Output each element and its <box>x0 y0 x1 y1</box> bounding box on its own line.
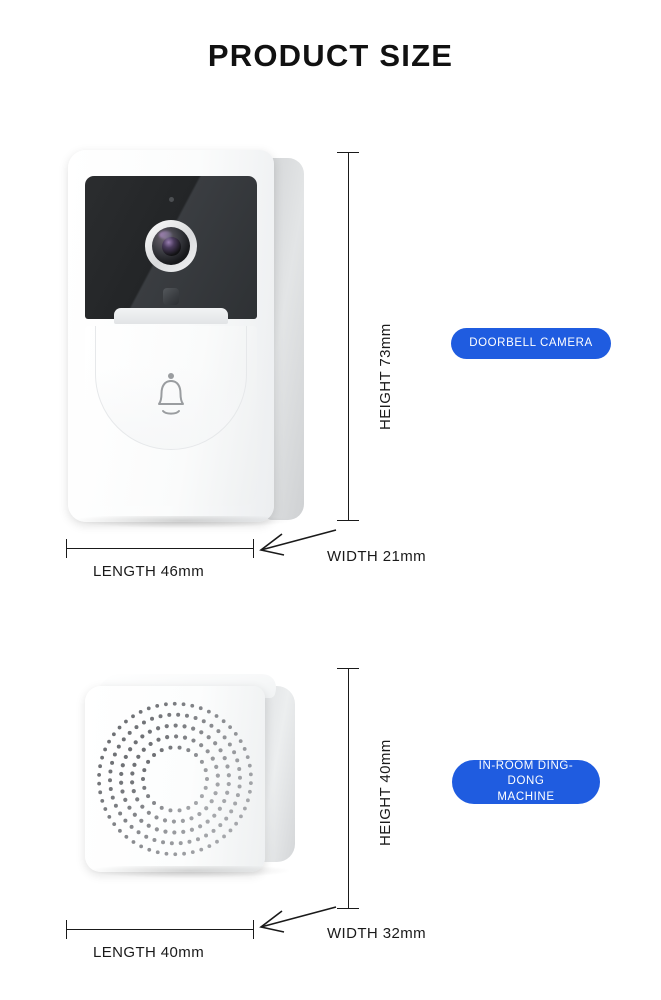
badge-in-room-chime: IN-ROOM DING-DONG MACHINE <box>452 760 600 804</box>
chime-height-label: HEIGHT 40mm <box>377 739 394 846</box>
camera-lens-ring <box>145 220 197 272</box>
pir-sensor-icon <box>163 288 179 305</box>
camera-length-cap-left <box>66 539 67 558</box>
page-title: PRODUCT SIZE <box>207 38 454 73</box>
doorbell-camera-image <box>68 150 304 528</box>
chime-length-cap-left <box>66 920 67 939</box>
camera-lip <box>114 308 228 324</box>
chime-height-cap-top <box>337 668 359 669</box>
chime-length-cap-right <box>253 920 254 939</box>
chime-device-image <box>85 672 310 880</box>
badge-doorbell-camera-label: DOORBELL CAMERA <box>469 336 593 349</box>
speaker-grill-icon <box>97 701 253 857</box>
camera-height-label: HEIGHT 73mm <box>377 323 394 430</box>
chime-body <box>85 686 265 872</box>
camera-lens-glass <box>161 236 181 256</box>
doorbell-button-groove <box>95 326 247 450</box>
camera-front-panel <box>85 176 257 319</box>
chime-length-line <box>66 929 254 930</box>
chime-height-cap-bottom <box>337 908 359 909</box>
bell-icon <box>158 373 184 415</box>
badge-chime-line2: MACHINE <box>497 790 555 803</box>
camera-height-cap-top <box>337 152 359 153</box>
chime-width-arrow <box>259 906 337 933</box>
doorbell-button <box>85 326 257 506</box>
badge-doorbell-camera: DOORBELL CAMERA <box>451 328 611 359</box>
camera-width-arrow <box>259 529 337 556</box>
camera-length-line <box>66 548 254 549</box>
camera-length-label: LENGTH 46mm <box>93 563 205 580</box>
badge-chime-line1: IN-ROOM DING-DONG <box>478 759 574 788</box>
chime-width-label: WIDTH 32mm <box>327 925 426 942</box>
camera-lens-flare <box>159 231 172 239</box>
camera-height-line <box>348 152 349 520</box>
microphone-hole-icon <box>168 197 174 202</box>
camera-shadow <box>74 516 290 528</box>
chime-length-label: LENGTH 40mm <box>93 944 205 961</box>
camera-lens-icon <box>152 227 190 265</box>
chime-shadow <box>89 866 289 878</box>
camera-body <box>68 150 274 522</box>
chime-height-line <box>348 668 349 908</box>
camera-height-cap-bottom <box>337 520 359 521</box>
camera-width-label: WIDTH 21mm <box>327 548 426 565</box>
badge-in-room-chime-label: IN-ROOM DING-DONG MACHINE <box>462 759 590 806</box>
camera-length-cap-right <box>253 539 254 558</box>
